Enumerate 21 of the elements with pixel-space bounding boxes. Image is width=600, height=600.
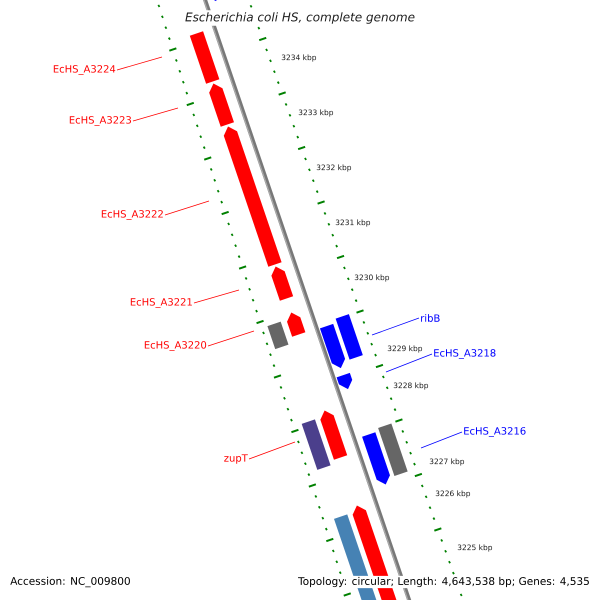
gene-label: zupT: [224, 454, 248, 464]
leader-line: [386, 354, 432, 372]
leader-line: [194, 290, 240, 304]
leader-line: [116, 56, 162, 70]
gene-label: EcHS_A3224: [54, 65, 116, 75]
gene-label: EcHS_A3221: [130, 298, 192, 308]
accession-note: Accession: NC_009800: [9, 576, 132, 588]
gene-label: EcHS_A3216: [464, 427, 526, 437]
title: Escherichia coli HS, complete genome: [183, 10, 417, 26]
leader-line: [420, 432, 462, 448]
genome-summary: Topology: circular; Length: 4,643,538 bp; Genes: 4,535: [297, 576, 591, 588]
leader-line: [248, 442, 296, 460]
gene-label: EcHS_A3220: [144, 341, 206, 351]
leader-line: [208, 330, 254, 346]
leader-line: [164, 200, 210, 216]
leader-line: [132, 108, 178, 122]
leader-line: [372, 318, 420, 336]
gene-label: EcHS_A3222: [102, 210, 163, 220]
gene-label: EcHS_A3218: [434, 349, 496, 359]
gene-label: EcHS_A3223: [70, 116, 131, 126]
gene-label: ribB: [421, 314, 440, 322]
